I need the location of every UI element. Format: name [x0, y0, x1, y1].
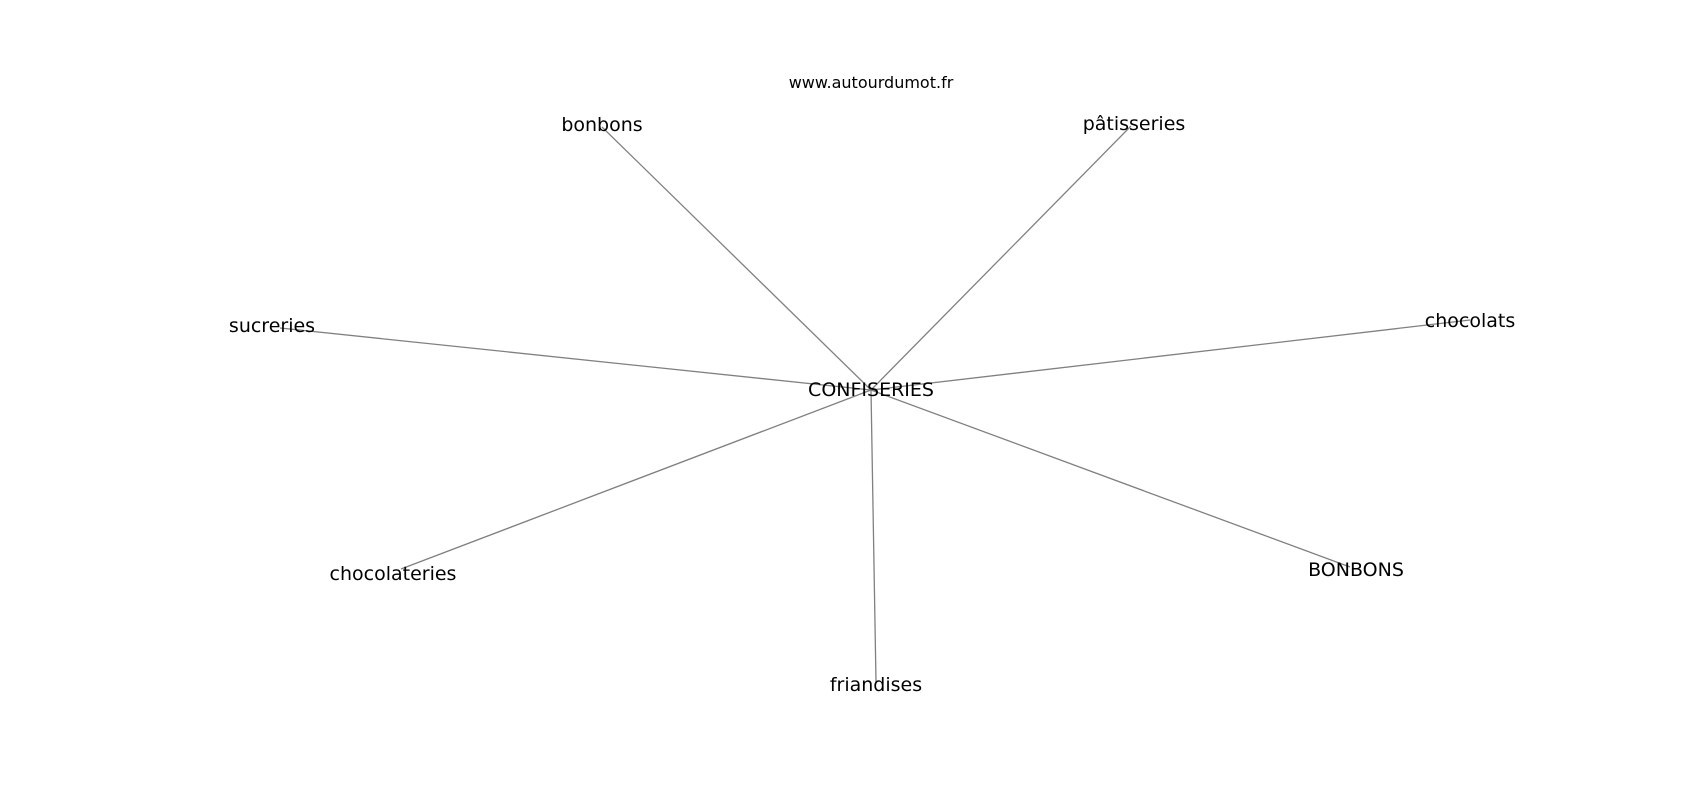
- node-bonbons-caps: BONBONS: [1308, 559, 1404, 581]
- node-chocolateries: chocolateries: [330, 563, 457, 585]
- edge-bonbons: [601, 126, 872, 391]
- edge-bonbons-caps: [870, 389, 1351, 568]
- node-friandises: friandises: [830, 674, 922, 696]
- node-bonbons: bonbons: [561, 114, 642, 136]
- source-watermark: www.autourdumot.fr: [789, 73, 954, 92]
- node-patisseries: pâtisseries: [1083, 113, 1186, 135]
- edge-chocolats: [870, 319, 1471, 391]
- edge-sucreries: [279, 327, 872, 391]
- edges-group: [279, 125, 1471, 683]
- edge-patisseries: [870, 125, 1132, 391]
- edge-chocolateries: [400, 389, 872, 570]
- edge-friandises: [870, 389, 877, 683]
- labels-group: www.autourdumot.fr CONFISERIES bonbons p…: [229, 73, 1515, 696]
- node-center-confiseries: CONFISERIES: [808, 379, 934, 401]
- node-chocolats: chocolats: [1425, 310, 1515, 332]
- node-sucreries: sucreries: [229, 315, 315, 337]
